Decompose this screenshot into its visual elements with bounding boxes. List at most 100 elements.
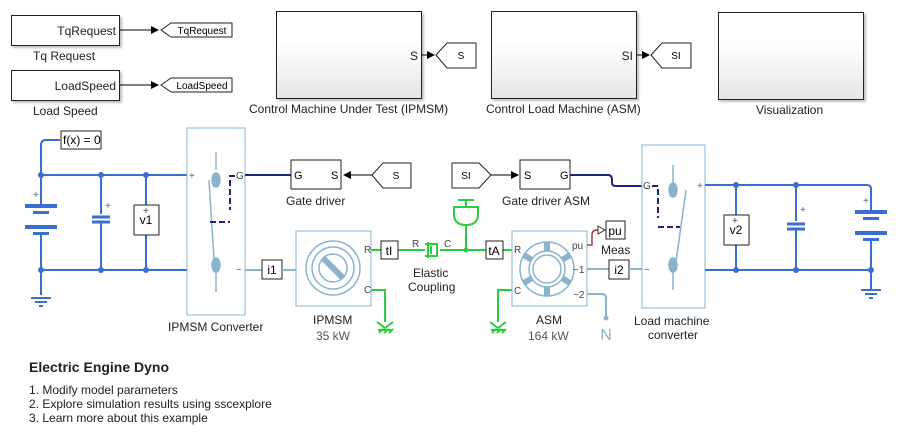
meas-label: Meas (601, 243, 631, 257)
asm-label: ASM (536, 313, 563, 327)
meas-goto-tag[interactable]: pu (605, 220, 626, 240)
si-from-tag[interactable]: SI (451, 162, 492, 189)
asm-motor-block[interactable]: R C pu ~1 ~2 (511, 230, 588, 307)
svg-text:+: + (189, 171, 195, 182)
coupling-label-1: Elastic (413, 266, 449, 280)
tq-request-block[interactable]: TqRequest (11, 15, 120, 46)
svg-text:+: + (732, 216, 738, 227)
load-converter-block[interactable]: G + ~ (641, 144, 706, 309)
asm-ground-icon (489, 321, 507, 334)
inertia-icon (453, 199, 479, 227)
learn-more-link[interactable]: 3. Learn more about this example (29, 411, 208, 425)
svg-text:~: ~ (644, 265, 650, 276)
svg-text:+: + (105, 201, 111, 212)
load-converter-label-2: converter (648, 328, 699, 342)
load-speed-goto-text: LoadSpeed (176, 81, 227, 92)
svg-text:f(x) = 0: f(x) = 0 (63, 133, 101, 147)
right-battery-icon: + (855, 196, 887, 241)
i2-current-sensor[interactable]: i2 (608, 259, 630, 280)
tq-request-signal: TqRequest (120, 22, 233, 38)
right-ground-icon (861, 289, 881, 299)
ipmsm-label: IPMSM (313, 313, 353, 327)
control-asm-port-si: SI (621, 49, 633, 63)
right-dc-bus (705, 184, 872, 290)
svg-text:G: G (560, 170, 569, 182)
control-ipmsm-port-s: S (409, 49, 418, 63)
svg-text:v2: v2 (730, 223, 743, 237)
i1-current-sensor[interactable]: i1 (261, 259, 283, 280)
explore-results-link[interactable]: 2. Explore simulation results using ssce… (29, 397, 272, 411)
ipmsm-motor-block[interactable]: R C (295, 230, 372, 307)
control-asm-label: Control Load Machine (ASM) (486, 102, 641, 116)
load-speed-signal: LoadSpeed (120, 77, 233, 93)
control-ipmsm-label: Control Machine Under Test (IPMSM) (249, 102, 449, 116)
svg-text:+: + (143, 206, 149, 217)
ipmsm-converter-label: IPMSM Converter (168, 320, 264, 334)
ipmsm-ground-icon (376, 321, 394, 334)
si-goto-tag[interactable] (650, 42, 692, 69)
svg-text:G: G (294, 170, 303, 182)
solver-configuration[interactable]: f(x) = 0 (60, 130, 102, 150)
visualization-label: Visualization (756, 103, 824, 117)
tq-request-goto-text: TqRequest (178, 26, 227, 37)
load-speed-goto-tag[interactable] (160, 77, 233, 93)
control-ipmsm-signal: S (422, 42, 477, 69)
control-ipmsm-subsystem[interactable]: S (276, 11, 422, 99)
svg-text:S: S (393, 171, 400, 182)
load-speed-port: LoadSpeed (54, 79, 116, 93)
tq-request-port: TqRequest (57, 24, 116, 38)
svg-text:C: C (514, 286, 521, 297)
ta-torque-sensor[interactable]: tA (485, 240, 504, 260)
v2-voltage-sensor[interactable]: + v2 (723, 214, 750, 246)
svg-text:G: G (643, 181, 651, 192)
ti-torque-sensor[interactable]: tI (380, 240, 399, 260)
mechanical-connections (371, 225, 512, 322)
svg-text:tA: tA (488, 244, 499, 258)
left-capacitor-icon (92, 215, 110, 224)
control-asm-signal: SI (637, 42, 692, 69)
svg-text:R: R (364, 245, 371, 256)
svg-text:~2: ~2 (573, 290, 585, 301)
si-goto-text: SI (671, 51, 680, 62)
gate-driver-block[interactable]: G S (290, 159, 342, 190)
ipmsm-power: 35 kW (316, 329, 351, 343)
modify-parameters-link[interactable]: 1. Modify model parameters (29, 383, 178, 397)
svg-text:G: G (236, 171, 244, 182)
svg-text:+: + (800, 205, 806, 216)
left-bus-junctions (38, 172, 149, 273)
gate-driver-asm-block[interactable]: S G (519, 159, 571, 190)
v1-voltage-sensor[interactable]: + v1 (133, 204, 160, 236)
tq-request-label: Tq Request (33, 49, 96, 63)
s-goto-tag[interactable] (435, 42, 477, 69)
tq-request-goto-tag[interactable] (160, 22, 233, 38)
ipmsm-converter-block[interactable]: + G ~ (186, 127, 246, 316)
svg-text:tI: tI (386, 244, 393, 258)
model-title: Electric Engine Dyno (29, 359, 170, 375)
gate-driver-asm-label: Gate driver ASM (502, 194, 591, 208)
load-speed-label: Load Speed (33, 104, 98, 118)
svg-text:R: R (514, 245, 521, 256)
svg-text:i1: i1 (267, 263, 277, 277)
svg-text:+: + (697, 181, 703, 192)
svg-text:SI: SI (461, 171, 470, 182)
left-battery-icon: + (25, 190, 57, 235)
control-asm-subsystem[interactable]: SI (491, 11, 637, 99)
coupling-label-2: Coupling (408, 280, 456, 294)
svg-text:v1: v1 (140, 213, 153, 227)
s-from-tag[interactable]: S (371, 162, 412, 189)
svg-text:S: S (524, 170, 531, 182)
right-capacitor-icon (787, 222, 805, 231)
s-goto-text: S (458, 51, 465, 62)
svg-text:C: C (444, 239, 451, 250)
visualization-subsystem[interactable] (718, 12, 864, 100)
svg-text:R: R (412, 239, 419, 250)
asm-icon (519, 241, 575, 297)
svg-text:i2: i2 (614, 263, 624, 277)
left-ground-icon (31, 297, 51, 307)
svg-text:pu: pu (608, 224, 621, 238)
left-dc-bus (40, 139, 187, 295)
load-speed-block[interactable]: LoadSpeed (11, 70, 120, 101)
svg-text:pu: pu (572, 241, 583, 252)
coupling-icon (425, 242, 438, 258)
load-converter-label-1: Load machine (634, 314, 710, 328)
